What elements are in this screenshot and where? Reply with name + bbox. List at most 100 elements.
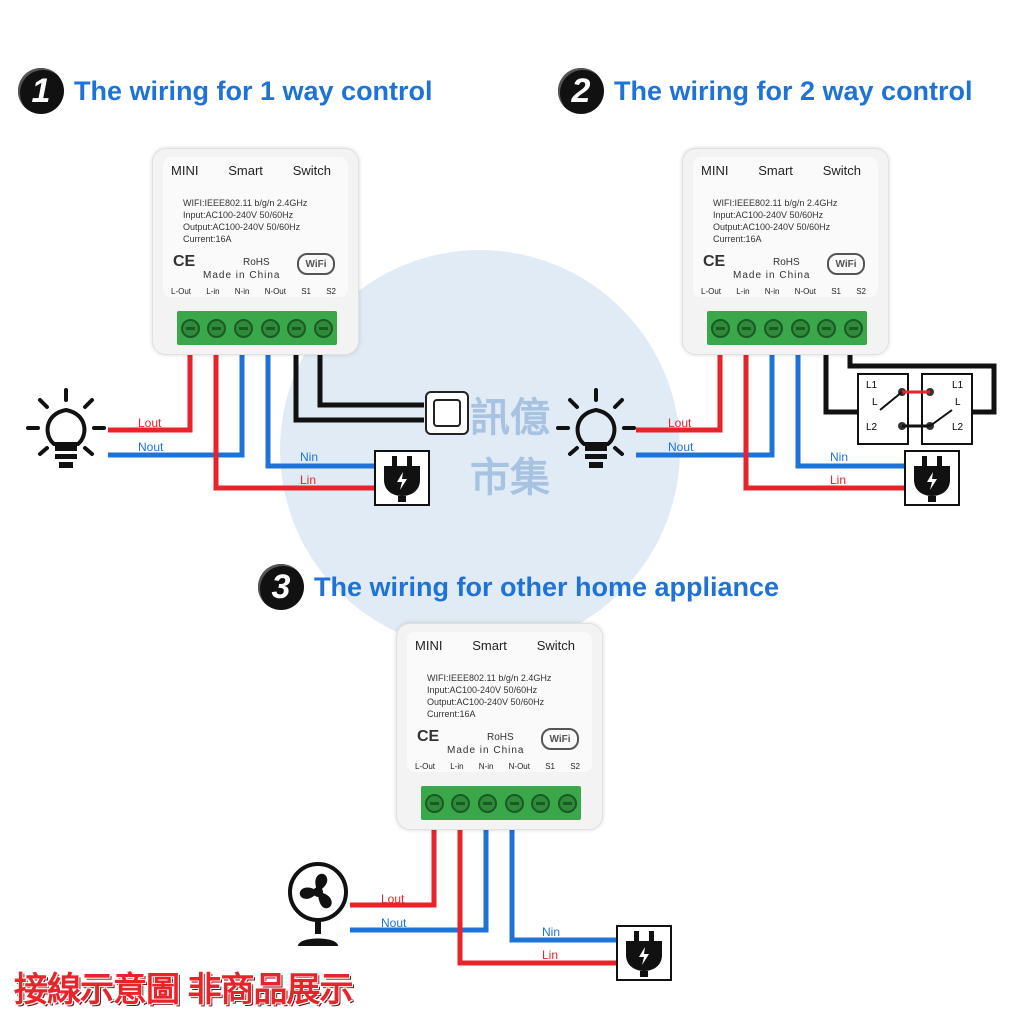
wire-nin-1 [265, 350, 374, 469]
wire-nin-2 [795, 350, 904, 469]
plug-icon [904, 450, 960, 506]
wire-s1-2 [823, 350, 862, 415]
label-nout-1: Nout [138, 440, 164, 454]
terminal-label: S2 [326, 287, 336, 296]
fan-icon [288, 862, 348, 946]
screw-icon [451, 793, 471, 813]
screw-icon [844, 318, 864, 338]
title-3-text: The wiring for other home appliance [314, 571, 780, 602]
terminal-label: L-in [206, 287, 220, 296]
wire-s2-2 [847, 350, 997, 415]
wire-nin-3 [509, 825, 616, 943]
number-badge-2: 2 [558, 68, 604, 114]
wire-lout-3 [350, 825, 437, 908]
label-lout-1: Lout [138, 416, 162, 430]
wire-lin-3 [457, 825, 616, 966]
terminal-block [707, 311, 867, 345]
wire-lin-2 [743, 350, 904, 491]
terminal-label: N-in [478, 762, 494, 771]
screw-icon [260, 318, 280, 338]
ce-mark: CE [703, 253, 726, 270]
spec-output: Output:AC100-240V 50/60Hz [713, 222, 831, 232]
terminal-labels: L-Out L-in N-in N-Out S1 S2 [415, 762, 580, 771]
screw-icon [207, 318, 227, 338]
spec-wifi: WIFI:IEEE802.11 b/g/n 2.4GHz [183, 198, 308, 208]
screw-icon [314, 318, 334, 338]
terminal-label: N-Out [264, 287, 286, 296]
spec-wifi: WIFI:IEEE802.11 b/g/n 2.4GHz [713, 198, 838, 208]
switch2-l2-left: L2 [866, 422, 878, 433]
watermark-text-1: 訊億 [470, 396, 550, 440]
screw-icon [558, 793, 578, 813]
label-lout-3: Lout [381, 892, 405, 906]
spec-current: Current:16A [427, 709, 476, 719]
terminal-labels: L-Out L-in N-in N-Out S1 S2 [701, 287, 866, 296]
screw-icon [180, 318, 200, 338]
wire-nout-2 [636, 350, 775, 458]
screw-icon [710, 318, 730, 338]
made-in-china: Made in China [447, 745, 525, 756]
switch2-l2-right: L2 [952, 422, 964, 433]
smart-switch-module-2: MINI Smart Switch WIFI:IEEE802.11 b/g/n … [682, 148, 889, 355]
label-lin-3: Lin [542, 948, 559, 962]
device-smart: Smart [228, 163, 263, 178]
switch2-l1-right: L1 [952, 380, 964, 391]
label-lout-2: Lout [668, 416, 692, 430]
label-lin-1: Lin [300, 473, 317, 487]
label-nin-1: Nin [300, 450, 319, 464]
device-smart: Smart [758, 163, 793, 178]
spec-output: Output:AC100-240V 50/60Hz [427, 697, 545, 707]
device-specs: WIFI:IEEE802.11 b/g/n 2.4GHz Input:AC100… [713, 197, 837, 245]
device-switch: Switch [822, 163, 861, 178]
label-nout-2: Nout [668, 440, 694, 454]
device-mini: MINI [415, 638, 443, 653]
terminal-label: N-Out [794, 287, 816, 296]
wire-nout-3 [350, 825, 489, 933]
terminal-label: S2 [570, 762, 580, 771]
terminal-block [177, 311, 337, 345]
label-nin-2: Nin [830, 450, 849, 464]
watermark-text-2: 市集 [470, 456, 550, 500]
terminal-label: N-in [234, 287, 250, 296]
bulb-icon [26, 388, 106, 468]
screw-icon [287, 318, 307, 338]
wifi-logo-icon: WiFi [541, 728, 579, 750]
title-1-text: The wiring for 1 way control [74, 75, 433, 106]
two-way-switches [857, 373, 973, 445]
title-1: 1 The wiring for 1 way control [18, 68, 433, 114]
terminal-label: L-Out [171, 287, 192, 296]
ce-mark: CE [173, 253, 196, 270]
made-in-china: Made in China [203, 270, 281, 281]
title-2-text: The wiring for 2 way control [614, 75, 973, 106]
screw-icon [817, 318, 837, 338]
wifi-logo-icon: WiFi [827, 253, 865, 275]
number-badge-1: 1 [18, 68, 64, 114]
screw-icon [424, 793, 444, 813]
terminal-block [421, 786, 581, 820]
title-2: 2 The wiring for 2 way control [558, 68, 973, 114]
number-badge-3: 3 [258, 564, 304, 610]
spec-output: Output:AC100-240V 50/60Hz [183, 222, 301, 232]
spec-current: Current:16A [713, 234, 762, 244]
device-header: MINI Smart Switch [415, 638, 575, 653]
wifi-logo-icon: WiFi [297, 253, 335, 275]
footer-note: 接線示意圖 非商品展示 [14, 971, 353, 1009]
device-header: MINI Smart Switch [701, 163, 861, 178]
made-in-china: Made in China [733, 270, 811, 281]
switch2-l-left: L [872, 397, 878, 408]
label-nin-3: Nin [542, 925, 561, 939]
terminal-label: S2 [856, 287, 866, 296]
device-mini: MINI [171, 163, 199, 178]
spec-wifi: WIFI:IEEE802.11 b/g/n 2.4GHz [427, 673, 552, 683]
device-mini: MINI [701, 163, 729, 178]
wall-switch-icon [425, 391, 469, 435]
screw-icon [478, 793, 498, 813]
rohs-mark: RoHS [243, 257, 270, 268]
screw-icon [764, 318, 784, 338]
wire-lout-1 [108, 350, 193, 433]
terminal-label: N-Out [508, 762, 530, 771]
switch2-l1-left: L1 [866, 380, 878, 391]
bulb-icon [556, 388, 636, 468]
spec-input: Input:AC100-240V 50/60Hz [427, 685, 538, 695]
wire-s2-1 [317, 350, 424, 408]
